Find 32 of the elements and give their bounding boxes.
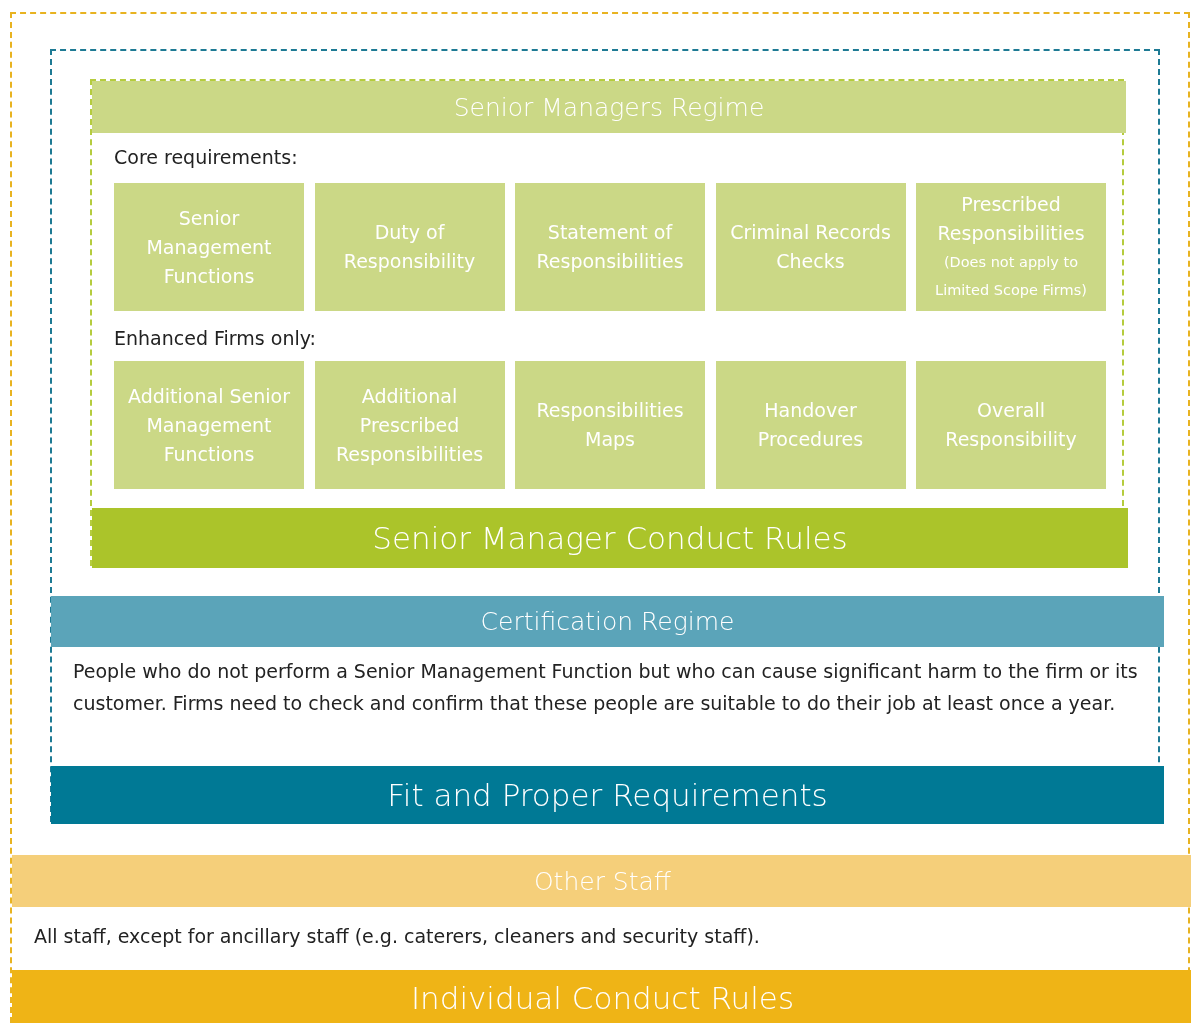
requirement-box [715, 183, 906, 311]
title-band: Fit and Proper Requirements [51, 766, 1164, 824]
requirement-box [916, 361, 1106, 489]
title-band: Certification Regime [51, 596, 1164, 647]
section-label: Core requirements: [114, 146, 298, 168]
box-title: Duty of Responsibility [342, 220, 477, 274]
description-text: People who do not perform a Senior Management Function but who can cause significant harm to the firm or its customer. Firms need to check and confirm that these people are suitable to do their job at least once a year. [73, 659, 1139, 716]
box-title: Senior Management Functions [145, 205, 273, 289]
dashed-frame [10, 12, 1190, 1023]
box-title: Statement of Responsibilities [535, 220, 685, 274]
box-title: Overall Responsibility [944, 398, 1078, 452]
box-title: Additional Senior Management Functions [127, 383, 291, 467]
requirement-box [314, 183, 505, 311]
requirement-box [515, 183, 705, 311]
requirement-box [916, 183, 1106, 311]
title-band: Individual Conduct Rules [12, 970, 1191, 1023]
box-title: Criminal Records Checks [729, 220, 892, 274]
title-band: Other Staff [12, 855, 1191, 907]
requirement-box [515, 361, 705, 489]
title-band: Senior Manager Conduct Rules [92, 508, 1128, 568]
box-title: Additional Prescribed Responsibilities [334, 383, 485, 467]
requirement-box [114, 183, 304, 311]
title-band: Senior Managers Regime [92, 81, 1126, 133]
requirement-box [715, 361, 906, 489]
description-text: All staff, except for ancillary staff (e.g. caterers, cleaners and security staff). [34, 924, 761, 949]
requirement-box [314, 361, 505, 489]
section-label: Enhanced Firms only: [114, 327, 316, 349]
box-title: Responsibilities Maps [535, 398, 685, 452]
box-title: Handover Procedures [756, 398, 865, 452]
box-note: (Does not apply to Limited Scope Firms) [934, 253, 1088, 300]
requirement-box [114, 361, 304, 489]
box-title: Prescribed Responsibilities [936, 192, 1086, 246]
